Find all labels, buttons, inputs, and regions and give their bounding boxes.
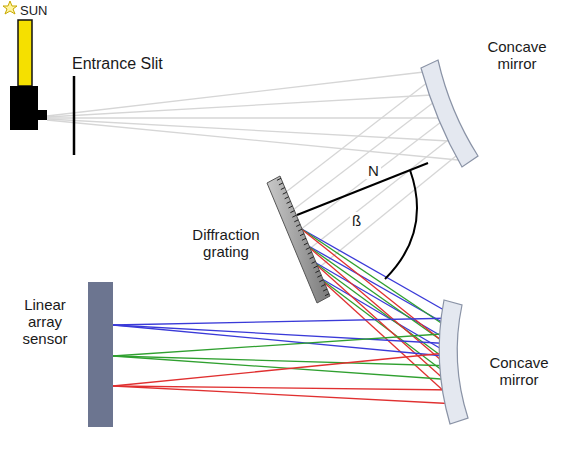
diffraction-grating [267,176,330,303]
mirror-label: Concave mirror [472,38,562,72]
collector-nozzle [38,110,47,120]
diffracted-rays [300,228,458,404]
sensor-label: Linear array sensor [8,296,82,347]
grating-label: Diffraction grating [186,226,266,260]
collimated-rays [286,82,456,270]
normal-line [297,163,428,215]
mirror-label: Concave mirror [474,354,564,388]
concave-mirror [421,60,478,167]
angle-label: ß [350,212,363,229]
entrance-slit [73,76,76,155]
angle-arc [385,170,417,279]
light-column [18,20,32,86]
focused-rays [113,318,458,404]
collector [10,86,38,130]
sun-symbol [3,1,17,14]
slit-label: Entrance Slit [72,55,192,72]
entrance-rays [47,72,458,160]
sun-label: SUN [20,2,70,19]
concave-mirror [439,300,468,424]
linear-array-sensor [88,282,113,427]
grating-grooves [277,178,329,295]
normal-label: N [366,162,381,179]
